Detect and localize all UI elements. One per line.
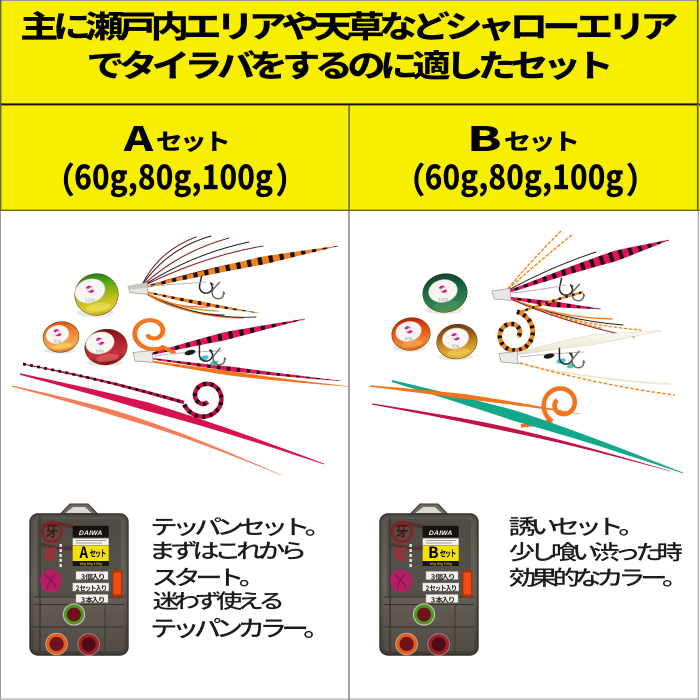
svg-text:120g: 120g — [438, 297, 449, 302]
svg-text:60g: 60g — [405, 336, 413, 341]
svg-text:DAIWA: DAIWA — [429, 530, 453, 537]
svg-text:60g 80g 100g: 60g 80g 100g — [80, 562, 102, 566]
svg-text:120g: 120g — [85, 298, 96, 303]
svg-text:60g 80g 100g: 60g 80g 100g — [430, 562, 452, 566]
svg-text:80g: 80g — [96, 349, 104, 354]
svg-text:80g: 80g — [452, 344, 460, 349]
svg-text:DAIWA: DAIWA — [79, 530, 103, 537]
svg-text:60g: 60g — [54, 338, 62, 343]
